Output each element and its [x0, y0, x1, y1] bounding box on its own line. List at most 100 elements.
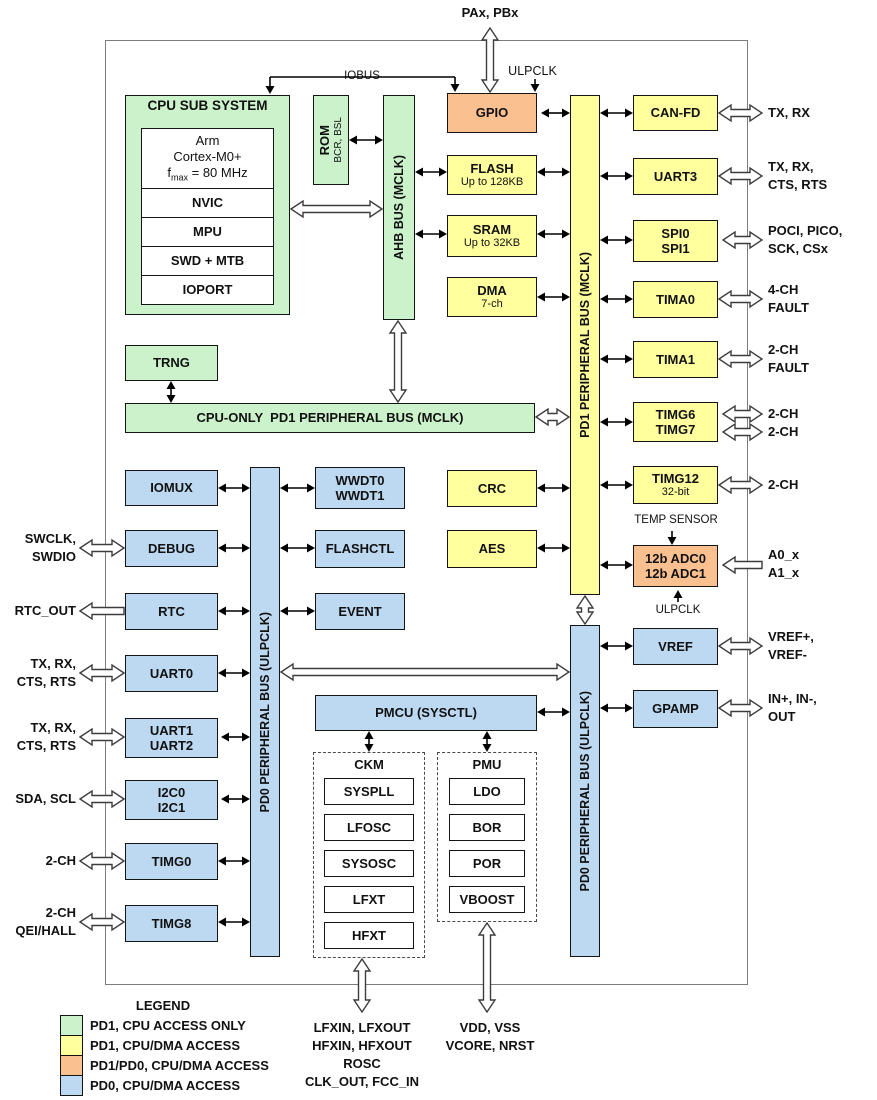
pin-label-pax-pbx: PAx, PBx [461, 5, 519, 20]
iobus-label: IOBUS [330, 70, 394, 82]
ckm-title: CKM [354, 757, 384, 772]
pmcu-block: PMCU (SYSCTL) [315, 695, 537, 731]
dma-block: DMA 7-ch [447, 277, 537, 317]
cpu-core-box: Arm Cortex-M0+ fmax = 80 MHz NVIC MPU SW… [141, 128, 274, 305]
pd1-peripheral-bus: PD1 PERIPHERAL BUS (MCLK) [570, 95, 600, 595]
rom-title: ROM [316, 124, 332, 156]
cpu-only-bus-label: CPU-ONLY PD1 PERIPHERAL BUS (MCLK) [196, 410, 464, 426]
uart3-block: UART3 [633, 158, 718, 195]
pmu-group: PMU [437, 752, 537, 922]
pin-label-rtc-out: RTC_OUT [14, 603, 76, 618]
canfd-block: CAN-FD [633, 95, 718, 131]
cpu-core-row: Arm Cortex-M0+ fmax = 80 MHz [142, 129, 273, 188]
cpu-row-swd-mtb: SWD + MTB [142, 246, 273, 275]
flashctl-block: FLASHCTL [315, 530, 405, 568]
pin-label-swclk-swdio: SWCLK,SWDIO [24, 531, 76, 564]
rtc-block: RTC [125, 593, 218, 630]
pmu-title: PMU [472, 757, 502, 772]
legend-entry-2: PD1/PD0, CPU/DMA ACCESS [90, 1058, 269, 1073]
debug-block: DEBUG [125, 530, 218, 567]
ulpclk-adc-label: ULPCLK [655, 604, 701, 616]
legend-swatch-pd1-pd0-cpu-dma [60, 1055, 83, 1076]
legend-entry-0: PD1, CPU ACCESS ONLY [90, 1018, 246, 1033]
lfxt-block: LFXT [324, 886, 414, 913]
pin-label-timg12-pins: 2-CH [768, 477, 799, 492]
pin-label-gpamp-pins: IN+, IN-,OUT [768, 691, 817, 724]
flash-size: Up to 128KB [460, 176, 524, 189]
cpu-core-fmax: fmax = 80 MHz [167, 165, 248, 183]
legend-entry-1: PD1, CPU/DMA ACCESS [90, 1038, 241, 1053]
sram-block: SRAM Up to 32KB [447, 215, 537, 257]
pin-label-timg0-ch: 2-CH [45, 853, 76, 868]
pin-label-uart0-pins: TX, RX,CTS, RTS [16, 656, 76, 689]
cpu-row-ioport: IOPORT [142, 275, 273, 304]
hfxt-block: HFXT [324, 922, 414, 949]
tima1-block: TIMA1 [633, 341, 718, 378]
ahb-bus-label: AHB BUS (MCLK) [391, 155, 406, 260]
por-block: POR [449, 850, 525, 877]
ulpclk-gpio-label: ULPCLK [508, 64, 557, 78]
gpio-label: GPIO [475, 105, 509, 121]
cpu-core-arm: Arm [195, 132, 220, 148]
pd0-peripheral-bus-left: PD0 PERIPHERAL BUS (ULPCLK) [250, 467, 280, 957]
rom-subtitle: BCR, BSL [333, 117, 345, 163]
pin-label-vref-pins: VREF+,VREF- [768, 629, 814, 662]
legend-swatch-pd0-cpu-dma [60, 1075, 83, 1096]
cpu-core-cortex: Cortex-M0+ [173, 149, 242, 165]
pin-label-canfd-pins: TX, RX [768, 105, 810, 120]
syspll-block: SYSPLL [324, 778, 414, 805]
legend-swatch-pd1-cpu-only [60, 1015, 83, 1036]
pin-label-uart12-pins: TX, RX,CTS, RTS [16, 720, 76, 753]
timg12-block: TIMG12 32-bit [633, 466, 718, 504]
pd1-bus-label: PD1 PERIPHERAL BUS (MCLK) [577, 252, 592, 438]
pd0-peripheral-bus-right: PD0 PERIPHERAL BUS (ULPCLK) [570, 625, 600, 957]
event-block: EVENT [315, 593, 405, 630]
dma-label: DMA [477, 282, 507, 298]
cpu-row-nvic: NVIC [142, 188, 273, 217]
cpu-only-pd1-bus: CPU-ONLY PD1 PERIPHERAL BUS (MCLK) [125, 403, 535, 433]
trng-block: TRNG [125, 345, 218, 381]
gpio-block: GPIO [447, 93, 540, 136]
pin-label-i2c-pins: SDA, SCL [15, 791, 76, 806]
legend-swatch-pd1-cpu-dma [60, 1035, 83, 1056]
pin-label-clock-pins: LFXIN, LFXOUT HFXIN, HFXOUT ROSC CLK_OUT… [304, 1020, 420, 1089]
pd0-bus-right-label: PD0 PERIPHERAL BUS (ULPCLK) [577, 690, 592, 892]
sram-label: SRAM [472, 221, 512, 237]
pin-label-uart3-pins: TX, RX,CTS, RTS [768, 159, 828, 192]
aes-block: AES [447, 530, 537, 568]
rom-block: ROM BCR, BSL [313, 95, 349, 185]
ahb-bus: AHB BUS (MCLK) [383, 95, 415, 320]
vboost-block: VBOOST [449, 886, 525, 913]
ckm-group: CKM [313, 752, 425, 958]
cpu-subsystem-title: CPU SUB SYSTEM [147, 98, 268, 113]
tima0-block: TIMA0 [633, 281, 718, 318]
bor-block: BOR [449, 814, 525, 841]
ldo-block: LDO [449, 778, 525, 805]
crc-block: CRC [447, 470, 537, 507]
flash-label: FLASH [470, 160, 514, 176]
lfosc-block: LFOSC [324, 814, 414, 841]
dma-channels: 7-ch [481, 298, 503, 311]
flash-block: FLASH Up to 128KB [447, 155, 537, 195]
legend-title: LEGEND [135, 998, 191, 1013]
chip-boundary [105, 40, 748, 985]
timg8-block: TIMG8 [125, 905, 218, 942]
pd0-bus-left-label: PD0 PERIPHERAL BUS (ULPCLK) [257, 611, 272, 813]
cpu-subsystem-block: CPU SUB SYSTEM Arm Cortex-M0+ fmax = 80 … [125, 95, 290, 315]
vref-block: VREF [633, 628, 718, 665]
sram-size: Up to 32KB [463, 237, 521, 250]
sysosc-block: SYSOSC [324, 850, 414, 877]
gpamp-block: GPAMP [633, 690, 718, 728]
pin-label-power-pins: VDD, VSS VCORE, NRST [445, 1020, 535, 1053]
pin-label-spi-pins: POCI, PICO,SCK, CSx [768, 223, 843, 256]
